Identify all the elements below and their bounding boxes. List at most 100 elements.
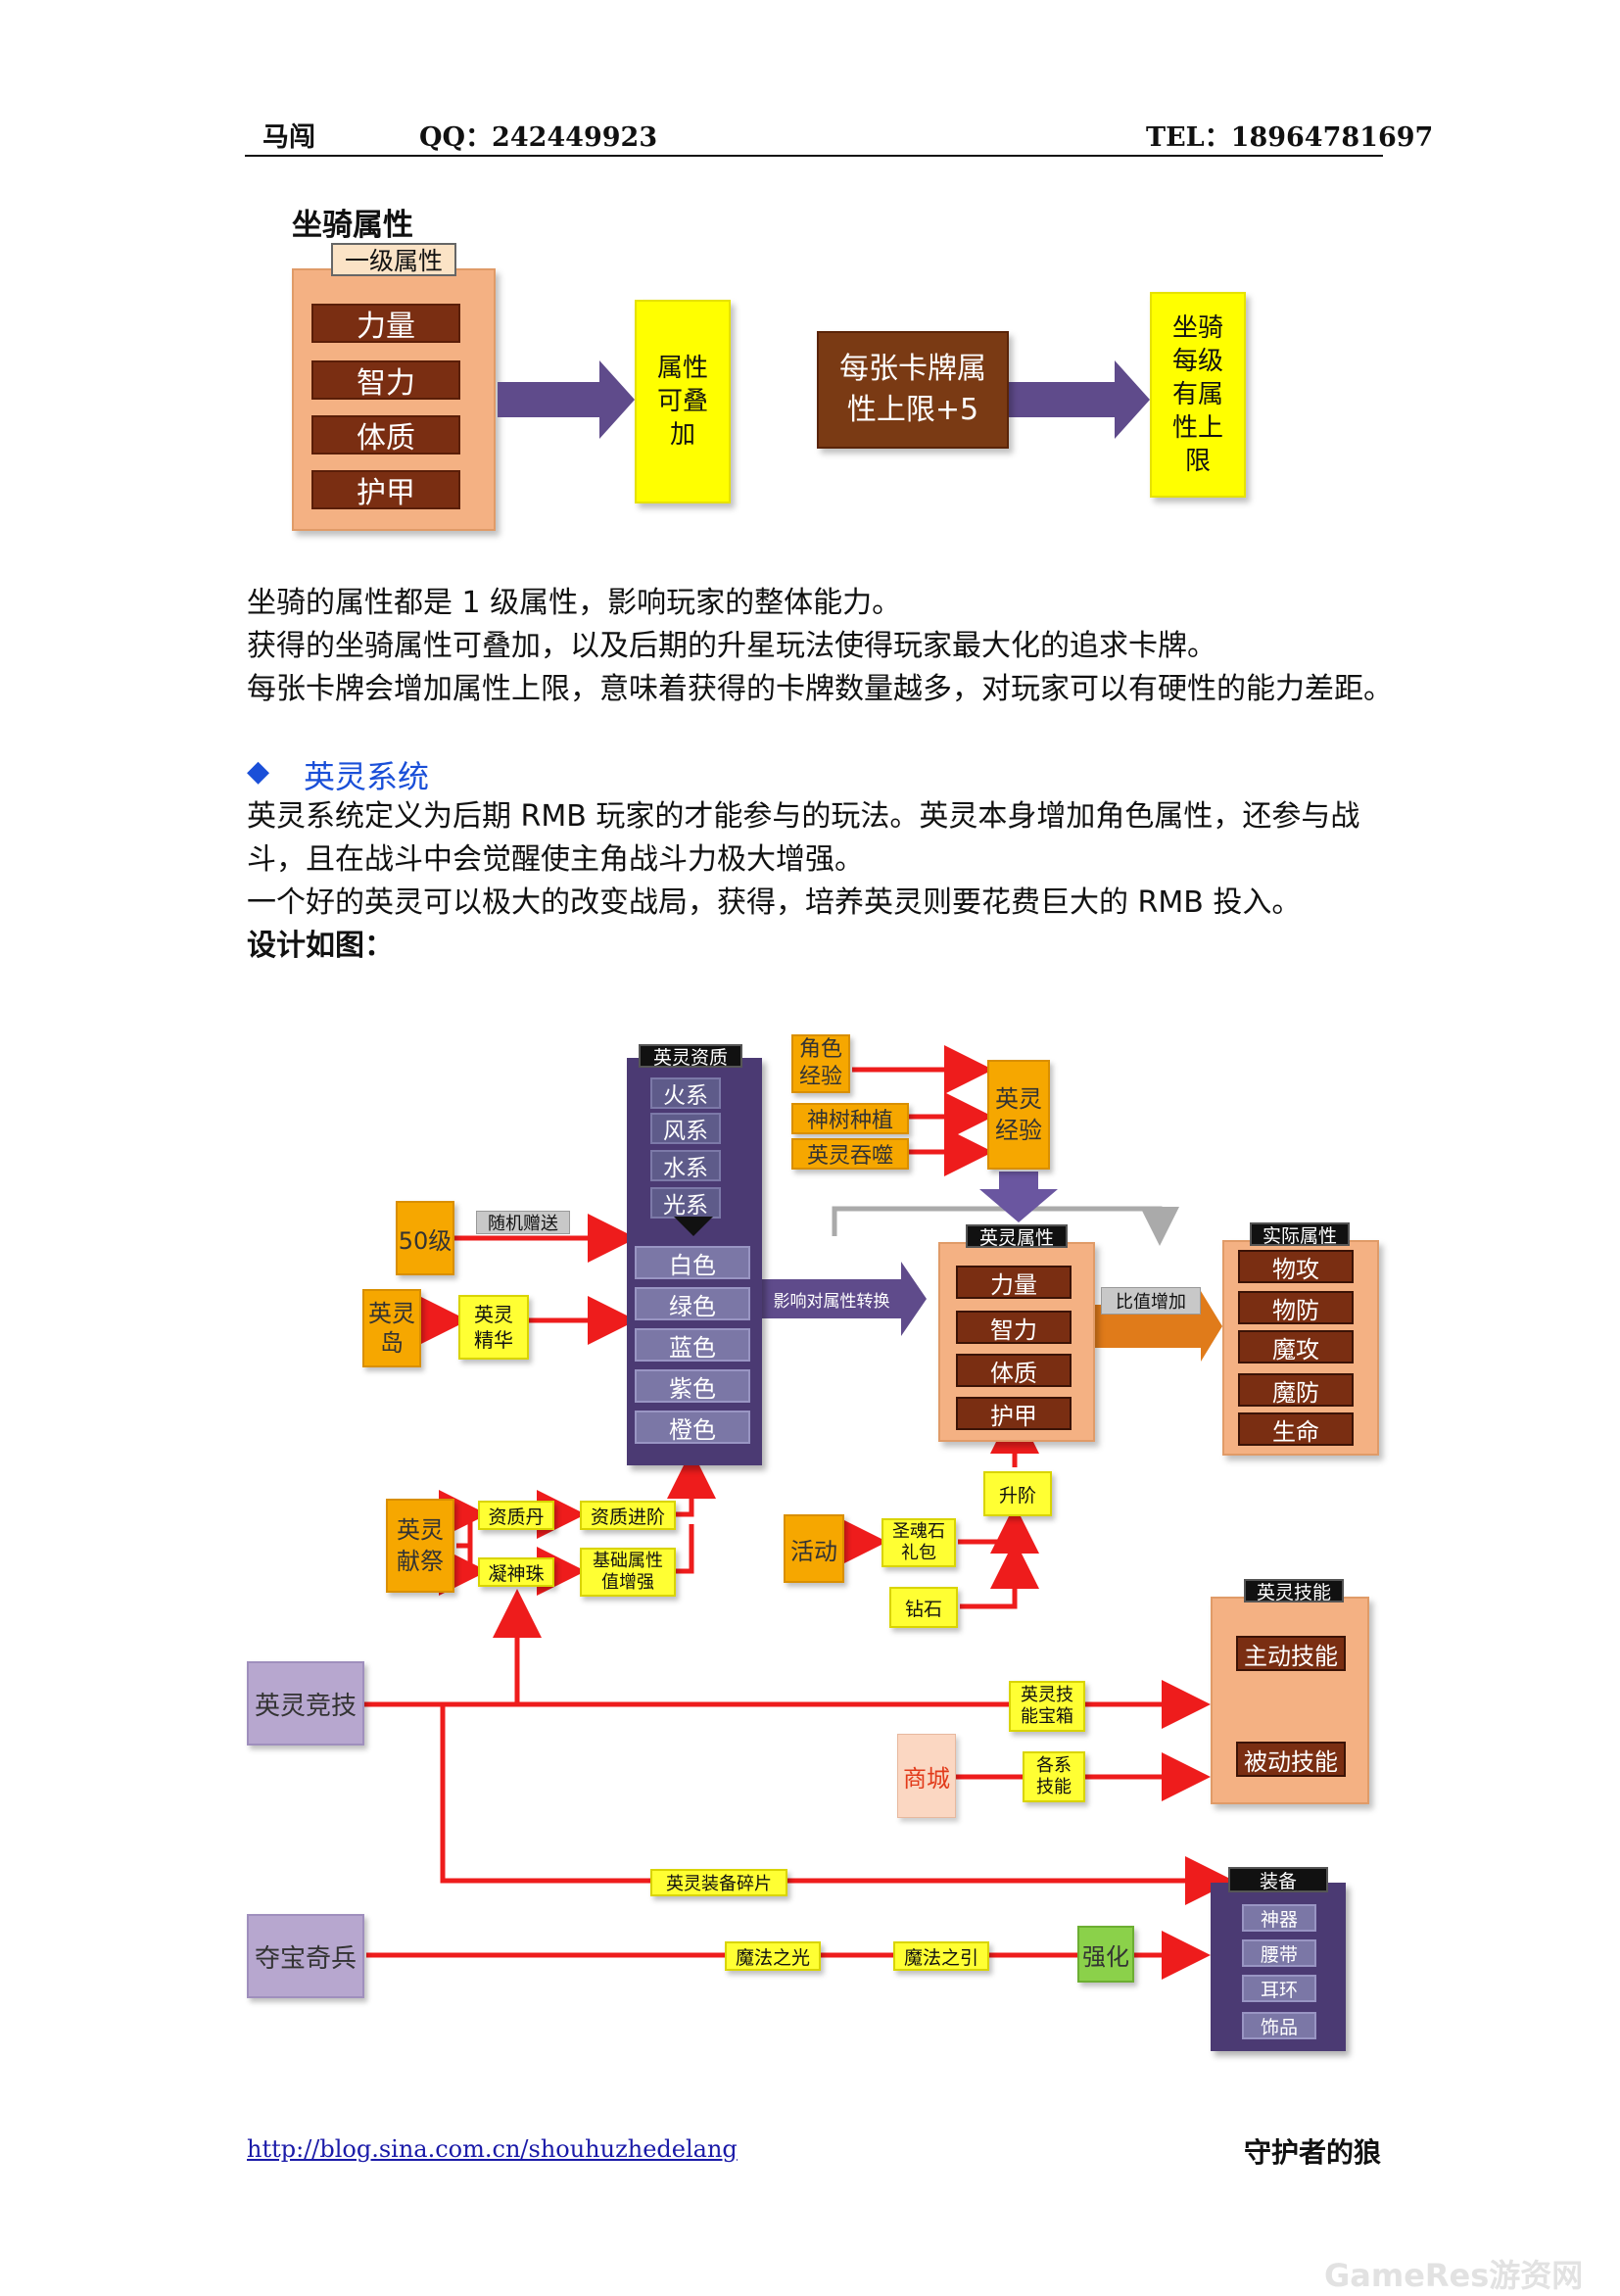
mount-stack-box: 属性可叠加 [635,300,731,503]
hero-section-bullet: ◆ [247,754,270,789]
hero-design-label: 设计如图： [247,929,394,963]
hero-island-box: 英灵岛 [362,1289,421,1367]
element-water: 水系 [650,1150,721,1181]
quality-title: 英灵资质 [639,1044,742,1069]
mount-level1-tag: 一级属性 [331,243,456,276]
shop-box: 商城 [897,1734,956,1818]
hero-section-title: 英灵系统 [304,758,430,795]
equip-belt: 腰带 [1242,1939,1316,1967]
line-sacrifice-top [439,1490,488,1549]
actual-attr-magic-defense: 魔防 [1238,1373,1354,1407]
all-skills-text: 各系技能 [1036,1755,1072,1797]
hero-essence-box: 英灵精华 [458,1295,529,1360]
activity-box: 活动 [784,1514,844,1583]
line-base-up [676,1524,694,1574]
magic-guide-box: 魔法之引 [893,1941,989,1971]
all-skills-box: 各系技能 [1023,1751,1085,1802]
mount-paragraph-1: 坐骑的属性都是 1 级属性，影响玩家的整体能力。 [247,586,902,620]
quality-pill-box: 资质丹 [478,1501,554,1530]
mount-paragraph-2: 获得的坐骑属性可叠加，以及后期的升星玩法使得玩家最大化的追求卡牌。 [247,629,1216,663]
line-arena-down [440,1704,1234,1905]
influence-arrow [762,1262,927,1336]
mount-arrows [498,360,1150,439]
hero-exp-arrow [979,1172,1058,1222]
line-diamond-up [960,1540,1039,1609]
skill-chest-text: 英灵技能宝箱 [1021,1685,1073,1727]
mount-arrow-1 [498,360,635,439]
footer-url-link[interactable]: http://blog.sina.com.cn/shouhuzhedelang [247,2135,738,2163]
hero-exp-text: 英灵经验 [995,1085,1042,1144]
skill-active: 主动技能 [1236,1636,1346,1671]
equip-title: 装备 [1228,1867,1328,1892]
role-exp-text: 角色经验 [798,1037,842,1089]
influence-label: 影响对属性转换 [773,1291,890,1312]
mount-attr-intellect: 智力 [311,360,460,401]
mount-result-box: 坐骑每级有属性上限 [1150,292,1246,498]
base-attr-up-box: 基础属性值增强 [580,1548,676,1597]
line-gift-up [958,1505,1039,1554]
mount-arrow-2 [1009,360,1150,439]
hero-devour-box: 英灵吞噬 [791,1138,909,1170]
element-down-icon [674,1217,713,1236]
element-fire: 火系 [650,1077,721,1109]
header-name: 马闯 [262,122,315,153]
actual-attr-title: 实际属性 [1250,1222,1350,1247]
hero-island-text: 英灵岛 [368,1300,415,1357]
mount-attr-strength: 力量 [311,304,460,344]
mount-attr-constitution: 体质 [311,415,460,455]
hero-attr-title: 英灵属性 [966,1224,1068,1249]
random-gift-tag: 随机赠送 [476,1211,570,1234]
color-blue: 蓝色 [635,1328,750,1362]
mount-attr-armor: 护甲 [311,470,460,510]
sacrifice-box: 英灵献祭 [386,1499,454,1593]
upgrade-box: 升阶 [983,1471,1052,1516]
hero-attr-intellect: 智力 [956,1311,1072,1344]
treasure-box: 夺宝奇兵 [247,1914,364,1998]
lvl50-box: 50级 [396,1201,454,1275]
skill-title: 英灵技能 [1244,1579,1344,1603]
ratio-label: 比值增加 [1101,1287,1201,1315]
focus-bead-box: 凝神珠 [478,1557,554,1587]
color-white: 白色 [635,1246,750,1279]
magic-light-box: 魔法之光 [725,1941,821,1971]
mount-heading: 坐骑属性 [292,208,413,243]
mount-paragraph-3: 每张卡牌会增加属性上限，意味着获得的卡牌数量越多，对玩家可以有硬性的能力差距。 [247,672,1393,706]
actual-attr-magic-attack: 魔攻 [1238,1330,1354,1363]
strengthen-box: 强化 [1077,1926,1134,1983]
header-rule [245,155,1383,157]
mount-card-text: 每张卡牌属性上限+5 [839,352,986,427]
actual-attr-health: 生命 [1238,1412,1354,1446]
mount-paragraph-block: 坐骑的属性都是 1 级属性，影响玩家的整体能力。 获得的坐骑属性可叠加，以及后期… [247,582,1393,711]
mount-card-box: 每张卡牌属性上限+5 [817,331,1009,449]
tree-plant-box: 神树种植 [791,1103,909,1134]
base-attr-up-text: 基础属性值增强 [593,1551,663,1593]
color-orange: 橙色 [635,1411,750,1444]
actual-attr-physical-attack: 物攻 [1238,1250,1354,1283]
skill-chest-box: 英灵技能宝箱 [1009,1681,1085,1732]
element-wind: 风系 [650,1113,721,1144]
hero-attr-constitution: 体质 [956,1354,1072,1387]
footer-author: 守护者的狼 [1244,2136,1382,2169]
hero-paragraph-block: 英灵系统定义为后期 RMB 玩家的才能参与的玩法。英灵本身增加角色属性，还参与战… [247,795,1393,968]
hero-paragraph-2: 一个好的英灵可以极大的改变战局，获得，培养英灵则要花费巨大的 RMB 投入。 [247,885,1302,920]
header-qq: QQ：242449923 [419,122,658,153]
role-exp-box: 角色经验 [791,1034,850,1093]
hero-essence-text: 英灵精华 [474,1303,513,1352]
arena-box: 英灵竞技 [247,1661,364,1746]
equip-accessory: 饰品 [1242,2012,1316,2039]
line-gray-left [832,1206,1179,1246]
skill-passive: 被动技能 [1236,1742,1346,1777]
mount-result-text: 坐骑每级有属性上限 [1171,313,1223,476]
diamond-box: 钻石 [889,1587,958,1628]
element-light: 光系 [650,1187,721,1219]
hero-attr-strength: 力量 [956,1266,1072,1299]
hero-attr-armor: 护甲 [956,1397,1072,1430]
mount-stack-text: 属性可叠加 [656,354,708,450]
line-sacrifice-bottom [439,1543,488,1596]
line-advance-up [667,1450,716,1517]
hero-exp-box: 英灵经验 [987,1060,1050,1170]
equip-earring: 耳环 [1242,1975,1316,2002]
equip-artifact: 神器 [1242,1904,1316,1932]
quality-advance-box: 资质进阶 [580,1501,676,1530]
footer-watermark: GameRes游资网 [1324,2257,1584,2294]
